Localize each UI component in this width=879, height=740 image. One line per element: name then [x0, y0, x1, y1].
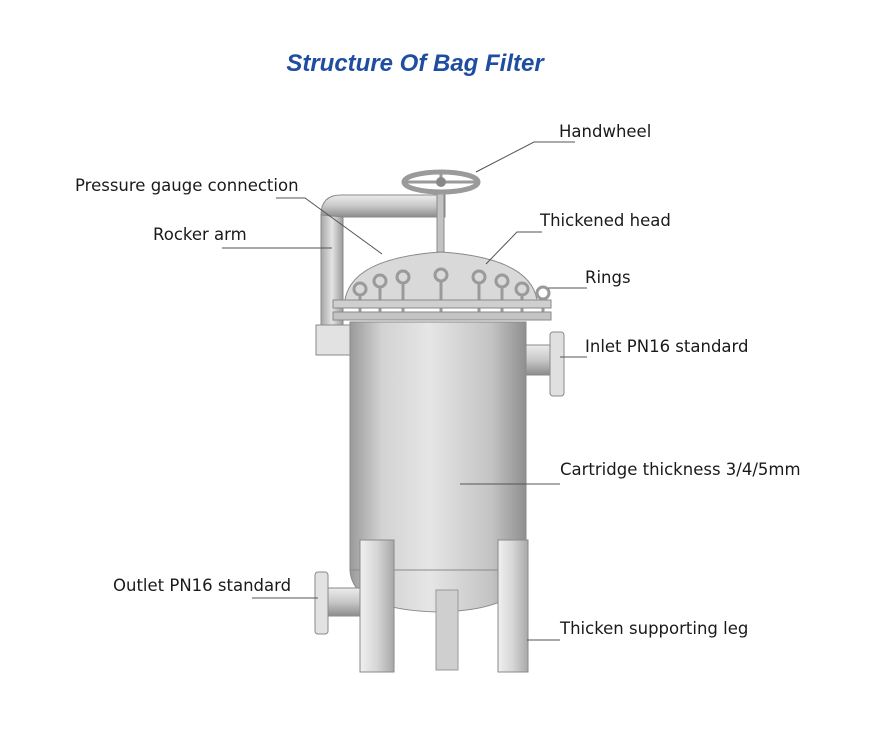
- inlet-nozzle: [522, 332, 564, 396]
- lower-flange: [333, 312, 551, 320]
- label-leg: Thicken supporting leg: [560, 619, 748, 639]
- label-outlet: Outlet PN16 standard: [113, 576, 291, 596]
- label-inlet: Inlet PN16 standard: [585, 337, 749, 357]
- label-thickened-head: Thickened head: [540, 211, 671, 231]
- leader-thickened-head: [486, 232, 542, 264]
- label-handwheel: Handwheel: [559, 122, 651, 142]
- label-rocker-arm: Rocker arm: [153, 225, 247, 245]
- label-cartridge: Cartridge thickness 3/4/5mm: [560, 460, 801, 480]
- label-rings: Rings: [585, 268, 631, 288]
- leader-handwheel: [476, 142, 575, 172]
- upper-flange: [333, 300, 551, 308]
- label-pressure-gauge: Pressure gauge connection: [75, 176, 299, 196]
